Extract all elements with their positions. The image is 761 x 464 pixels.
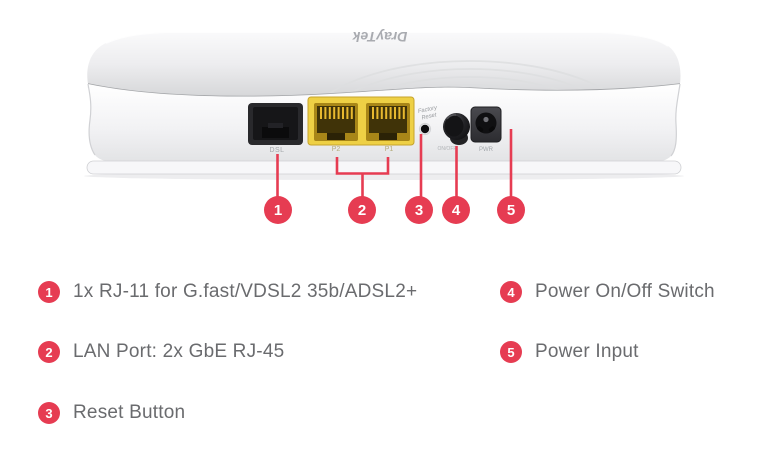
power-switch-knob (443, 113, 470, 145)
svg-text:Factory: Factory (418, 105, 439, 115)
lid-highlight (105, 31, 669, 47)
device-lid (87, 32, 681, 97)
callout-lines (276, 129, 513, 198)
legend-text-4: Power On/Off Switch (535, 281, 715, 302)
dsl-port (248, 103, 303, 145)
power-input-label: PWR (479, 147, 494, 153)
dsl-label: DSL (269, 147, 284, 154)
callout-badge-2: 2 (348, 196, 376, 224)
callout-badge-1: 1 (264, 196, 292, 224)
lan-port-p1 (365, 102, 411, 142)
legend-text-2: LAN Port: 2x GbE RJ-45 (73, 341, 285, 362)
svg-text:Reset: Reset (421, 112, 437, 121)
legend-badge-5: 5 (500, 341, 522, 363)
legend-item-4: 4 Power On/Off Switch (500, 280, 715, 304)
legend-text-5: Power Input (535, 341, 639, 362)
face-left-edge (87, 83, 96, 156)
power-input-socket (470, 106, 502, 143)
legend-item-1: 1 1x RJ-11 for G.fast/VDSL2 35b/ADSL2+ (38, 280, 417, 304)
legend-text-3: Reset Button (73, 402, 186, 423)
legend-item-5: 5 Power Input (500, 340, 639, 364)
callout-badge-3: 3 (405, 196, 433, 224)
legend-badge-1: 1 (38, 281, 60, 303)
callout-badge-4: 4 (442, 196, 470, 224)
lan-port-p2 (313, 102, 359, 142)
device-base (86, 160, 682, 175)
p2-label: P2 (332, 146, 341, 153)
callout-line-2-bracket (335, 157, 390, 198)
legend-badge-4: 4 (500, 281, 522, 303)
draytek-logo: DrayTek (351, 29, 407, 45)
router-rear-panel-illustration: DrayTek (84, 29, 684, 198)
legend-item-3: 3 Reset Button (38, 401, 185, 425)
legend-item-2: 2 LAN Port: 2x GbE RJ-45 (38, 340, 284, 364)
reset-label: Factory Reset (418, 105, 439, 122)
face-right-edge (670, 83, 681, 157)
lan-port-block (307, 96, 415, 146)
p1-label: P1 (385, 146, 394, 153)
legend-badge-2: 2 (38, 341, 60, 363)
callout-badge-5: 5 (497, 196, 525, 224)
legend-text-1: 1x RJ-11 for G.fast/VDSL2 35b/ADSL2+ (73, 281, 418, 302)
power-switch-label: ON/OFF (438, 146, 457, 152)
legend-badge-3: 3 (38, 402, 60, 424)
reset-hole (418, 122, 432, 136)
